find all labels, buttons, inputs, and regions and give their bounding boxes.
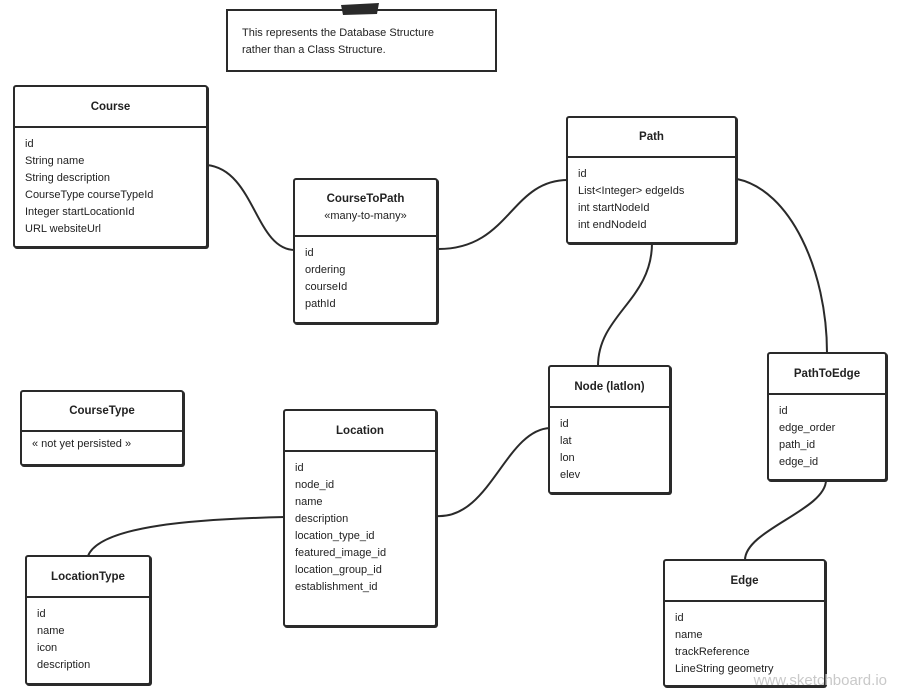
field-item: ordering bbox=[305, 264, 346, 276]
field-item: id bbox=[560, 418, 569, 430]
field-item: courseId bbox=[305, 281, 348, 293]
entity-title: Edge bbox=[730, 574, 759, 587]
entity-course-type[interactable]: CourseType « not yet persisted » bbox=[20, 390, 184, 466]
entity-header: CourseType bbox=[22, 392, 182, 432]
entity-title: LocationType bbox=[51, 570, 125, 583]
field-item: id bbox=[675, 612, 684, 624]
entity-title: Node (latlon) bbox=[574, 380, 645, 393]
field-item: id bbox=[578, 168, 587, 180]
entity-title: PathToEdge bbox=[793, 367, 861, 380]
field-item: location_group_id bbox=[295, 564, 382, 576]
field-item: Integer startLocationId bbox=[25, 206, 135, 218]
entity-header: Node (latlon) bbox=[550, 367, 669, 408]
field-list: « not yet persisted » bbox=[22, 432, 182, 453]
field-item: featured_image_id bbox=[295, 547, 387, 559]
entity-header: PathToEdge bbox=[769, 354, 885, 395]
connector-pathtoedge-edge bbox=[744, 479, 827, 561]
note-box: This represents the Database Structure r… bbox=[226, 9, 497, 72]
entity-header: LocationType bbox=[27, 557, 149, 598]
watermark: www.sketchboard.io bbox=[753, 672, 887, 689]
field-item: LineString geometry bbox=[675, 663, 774, 675]
field-item: description bbox=[37, 659, 91, 671]
field-item: id bbox=[37, 608, 46, 620]
field-item: String name bbox=[25, 155, 85, 167]
field-item: edge_id bbox=[779, 456, 819, 468]
field-item: URL websiteUrl bbox=[25, 223, 102, 235]
pin-icon bbox=[341, 3, 379, 15]
field-item: int startNodeId bbox=[578, 202, 650, 214]
entity-title: CourseToPath bbox=[326, 193, 405, 205]
field-item: name bbox=[675, 629, 703, 641]
connector-location-node bbox=[435, 427, 551, 518]
field-item: path_id bbox=[779, 439, 816, 451]
field-item: lat bbox=[560, 435, 572, 447]
field-item: trackReference bbox=[675, 646, 750, 658]
field-item: edge_order bbox=[779, 422, 836, 434]
field-list: id edge_order path_id edge_id bbox=[769, 395, 885, 471]
entity-course-to-path[interactable]: CourseToPath «many-to-many» id ordering co… bbox=[293, 178, 438, 324]
field-item: establishment_id bbox=[295, 581, 378, 593]
field-item: name bbox=[37, 625, 65, 637]
entity-node[interactable]: Node (latlon) id lat lon elev bbox=[548, 365, 671, 494]
field-item: id bbox=[295, 462, 304, 474]
entity-path-to-edge[interactable]: PathToEdge id edge_order path_id edge_id bbox=[767, 352, 887, 481]
connector-location-locationtype bbox=[87, 516, 286, 557]
field-item: List<Integer> edgeIds bbox=[578, 185, 685, 197]
field-item: icon bbox=[37, 642, 58, 654]
entity-title: CourseType bbox=[69, 405, 135, 417]
entity-header: Location bbox=[285, 411, 435, 452]
field-list: id ordering courseId pathId bbox=[295, 237, 436, 313]
field-item: CourseType courseTypeId bbox=[25, 189, 154, 201]
field-list: id lat lon elev bbox=[550, 408, 669, 484]
entity-header: Path bbox=[568, 118, 735, 158]
field-item: « not yet persisted » bbox=[32, 438, 132, 450]
field-item: pathId bbox=[305, 298, 336, 310]
field-item: id bbox=[25, 138, 34, 150]
field-item: lon bbox=[560, 452, 575, 464]
field-item: name bbox=[295, 496, 323, 508]
field-item: id bbox=[305, 247, 314, 259]
entity-header: CourseToPath «many-to-many» bbox=[295, 180, 436, 237]
field-item: description bbox=[295, 513, 349, 525]
connector-path-node bbox=[597, 242, 653, 367]
entity-location-type[interactable]: LocationType id name icon description bbox=[25, 555, 151, 685]
connector-path-pathtoedge bbox=[736, 178, 828, 354]
field-item: String description bbox=[25, 172, 110, 184]
entity-title: Path bbox=[639, 131, 664, 143]
field-list: id name icon description bbox=[27, 598, 149, 674]
entity-stereotype: «many-to-many» bbox=[324, 210, 407, 222]
entity-header: Edge bbox=[665, 561, 824, 602]
note-text: This represents the Database Structure r… bbox=[242, 27, 434, 56]
connector-course-coursetopath bbox=[206, 164, 296, 251]
field-item: node_id bbox=[295, 479, 335, 491]
entity-title: Course bbox=[90, 100, 131, 113]
field-item: int endNodeId bbox=[578, 219, 647, 231]
entity-title: Location bbox=[336, 424, 384, 437]
field-item: location_type_id bbox=[295, 530, 375, 542]
connector-coursetopath-path bbox=[436, 179, 569, 251]
field-item: elev bbox=[560, 469, 581, 481]
field-item: id bbox=[779, 405, 788, 417]
entity-header: Course bbox=[15, 87, 206, 128]
